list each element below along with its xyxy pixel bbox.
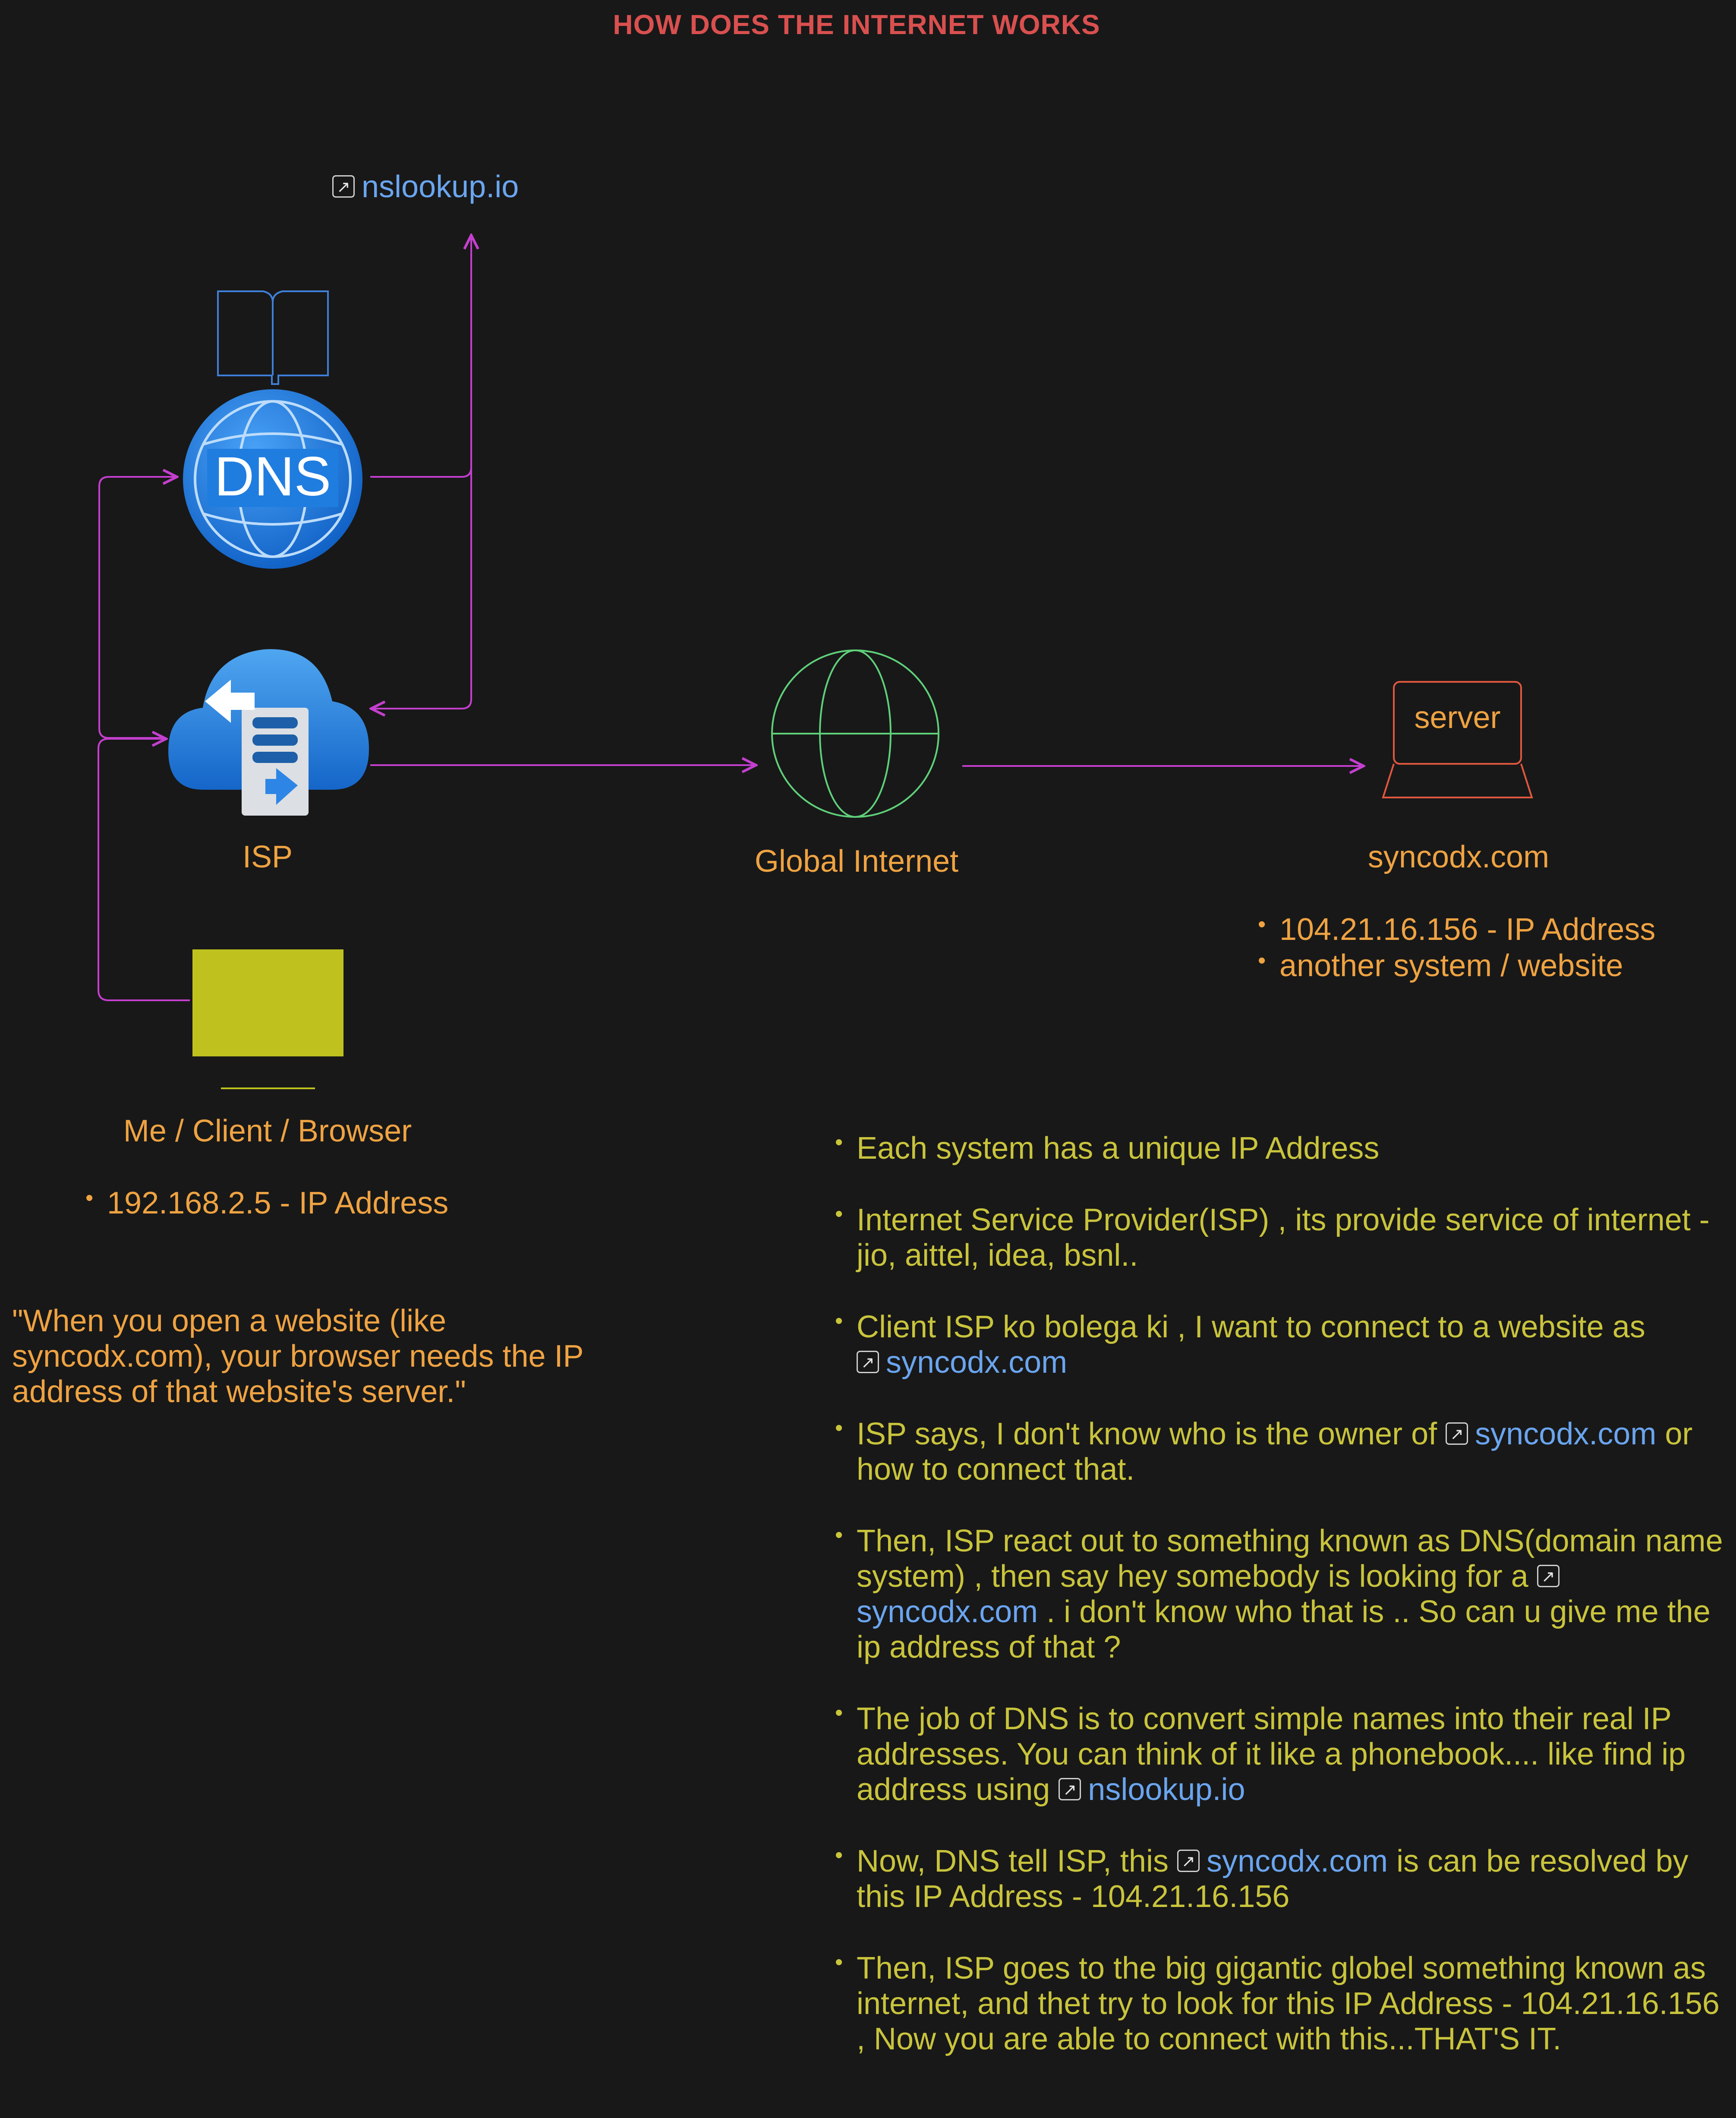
syncodx-link[interactable]: syncodx.com — [886, 1345, 1068, 1380]
server-detail-item: 104.21.16.156 - IP Address — [1258, 906, 1733, 948]
isp-cloud-icon — [168, 649, 369, 816]
note-item: Then, ISP react out to something known a… — [835, 1517, 1724, 1665]
book-icon — [217, 290, 329, 385]
nslookup-link[interactable]: nslookup.io — [1088, 1772, 1245, 1807]
nslookup-link-text: nslookup.io — [362, 170, 519, 204]
external-link-icon: ↗ — [1446, 1422, 1468, 1445]
server-box-text: server — [1414, 700, 1501, 735]
external-link-icon: ↗ — [1537, 1564, 1560, 1587]
note-item: Each system has a unique IP Address — [835, 1125, 1724, 1166]
external-link-icon: ↗ — [1059, 1778, 1081, 1800]
page-title: HOW DOES THE INTERNET WORKS — [613, 9, 1100, 40]
quote-text: "When you open a website (like syncodx.c… — [12, 1304, 583, 1409]
isp-label: ISP — [242, 840, 293, 874]
note-item: ISP says, I don't know who is the owner … — [835, 1410, 1724, 1487]
note-item: Internet Service Provider(ISP) , its pro… — [835, 1196, 1724, 1273]
external-link-icon: ↗ — [332, 175, 355, 198]
nslookup-link[interactable]: ↗ nslookup.io — [332, 169, 519, 205]
client-label: Me / Client / Browser — [123, 1114, 412, 1148]
syncodx-link[interactable]: syncodx.com — [1475, 1417, 1657, 1451]
client-details: 192.168.2.5 - IP Address — [85, 1180, 603, 1221]
client-detail-item: 192.168.2.5 - IP Address — [85, 1180, 603, 1221]
note-item: Client ISP ko bolega ki , I want to conn… — [835, 1303, 1724, 1380]
global-internet-label: Global Internet — [754, 844, 959, 879]
globe-icon — [771, 649, 939, 818]
syncodx-link[interactable]: syncodx.com — [1206, 1844, 1388, 1878]
arrow-dns-to-isp — [371, 467, 472, 709]
external-link-icon: ↗ — [857, 1350, 879, 1373]
arrow-client-to-isp — [98, 739, 190, 1001]
laptop-icon — [1382, 681, 1533, 798]
dns-globe-icon — [183, 389, 362, 569]
client-screen — [192, 949, 343, 1056]
arrow-isp-to-dns — [98, 477, 177, 739]
arrow-dns-to-nslookup — [370, 235, 471, 478]
note-item: Now, DNS tell ISP, this ↗syncodx.com is … — [835, 1837, 1724, 1914]
notes-list: Each system has a unique IP Address Inte… — [835, 1125, 1724, 2093]
server-label: syncodx.com — [1367, 840, 1550, 874]
dns-label: DNS — [214, 446, 331, 507]
syncodx-link[interactable]: syncodx.com — [857, 1595, 1038, 1629]
external-link-icon: ↗ — [1177, 1849, 1200, 1872]
note-item: The job of DNS is to convert simple name… — [835, 1695, 1724, 1807]
note-item: Then, ISP goes to the big gigantic globe… — [835, 1945, 1724, 2057]
server-detail-item: another system / website — [1258, 942, 1733, 984]
client-stand — [221, 1087, 315, 1089]
connector-arrows — [98, 235, 1364, 1001]
server-details: 104.21.16.156 - IP Address another syste… — [1258, 906, 1733, 984]
